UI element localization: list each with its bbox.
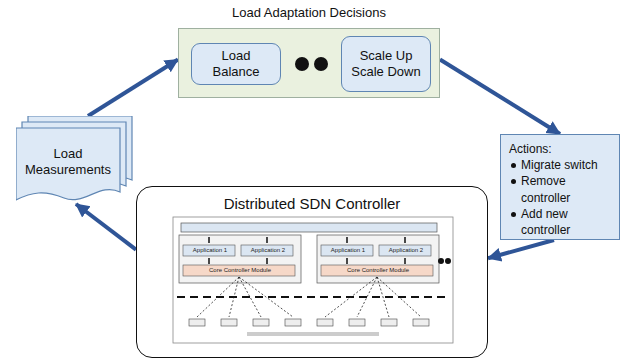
controller-box: Distributed SDN ControllerApplication 1 A…: [136, 186, 488, 358]
flow-arrow: [88, 60, 178, 117]
controller-heading: Distributed SDN Controller: [137, 195, 487, 212]
flow-arrow: [488, 240, 554, 258]
dot: [295, 57, 309, 71]
module-label: Application 1: [323, 247, 373, 254]
switch-icon: [189, 319, 205, 326]
process-box: Load Balance: [191, 43, 281, 85]
module-label: Application 1: [185, 247, 235, 254]
box-label: Scale Up Scale Down: [348, 48, 424, 81]
box-label: Load Balance: [198, 48, 274, 81]
band-heading: Load Adaptation Decisions: [139, 5, 479, 20]
flow-arrow: [76, 204, 136, 250]
switch-icon: [285, 319, 301, 326]
control-link: [377, 277, 389, 317]
dot: [438, 258, 444, 264]
control-link: [229, 277, 239, 317]
document-label: Load Measurements: [16, 146, 120, 179]
controller-illustration: [137, 187, 489, 359]
switch-icon: [381, 319, 397, 326]
doc-text-area: Load Measurements: [16, 130, 120, 194]
core-module-box: [183, 265, 295, 276]
app-box: [183, 245, 235, 256]
module-label: Core Controller Module: [185, 267, 295, 274]
app-box: [379, 245, 431, 256]
module-label: Core Controller Module: [323, 267, 433, 274]
controller-panel: [179, 235, 301, 283]
document-stack: Load Measurements: [16, 116, 136, 204]
switch-icon: [253, 319, 269, 326]
control-link: [239, 277, 293, 317]
actions-heading: Actions:: [509, 141, 613, 157]
switch-icon: [221, 319, 237, 326]
module-label: Application 2: [243, 247, 293, 254]
decision-band: Load Adaptation DecisionsLoad BalanceSca…: [178, 28, 440, 98]
network-bar: [247, 332, 379, 336]
flow-arrow: [440, 60, 560, 135]
process-box: Scale Up Scale Down: [341, 36, 431, 92]
switch-icon: [349, 319, 365, 326]
dot: [445, 258, 451, 264]
figure-frame: [173, 217, 453, 343]
control-link: [377, 277, 421, 317]
actions-box: Actions:Migrate switchRemove controllerA…: [500, 134, 620, 240]
control-link: [197, 277, 239, 317]
dot: [314, 57, 328, 71]
control-link: [325, 277, 377, 317]
control-link: [239, 277, 261, 317]
controller-panel: [317, 235, 439, 283]
core-module-box: [321, 265, 433, 276]
action-item: Add new controller: [509, 206, 613, 238]
app-box: [321, 245, 373, 256]
kv-store-bar: [181, 223, 437, 232]
sheet: [16, 128, 120, 200]
switch-icon: [317, 319, 333, 326]
switch-icon: [413, 319, 429, 326]
control-link: [357, 277, 377, 317]
app-box: [241, 245, 293, 256]
action-item: Remove controller: [509, 173, 613, 205]
action-item: Migrate switch: [509, 157, 613, 173]
module-label: Application 2: [381, 247, 431, 254]
